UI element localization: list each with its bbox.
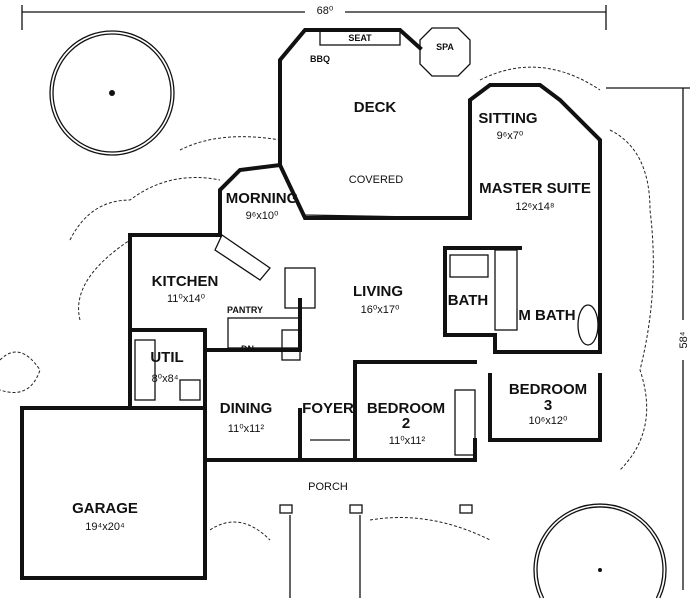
garage-label: GARAGE <box>72 500 138 517</box>
stairs-down-label: DN→ <box>241 344 263 354</box>
bedroom-2-number: 2 <box>402 415 410 432</box>
bedroom-2-dim: 11⁰x11² <box>389 435 426 447</box>
living-dim: 16⁰x17⁰ <box>361 304 400 316</box>
bbq-label: BBQ <box>310 54 330 64</box>
porch-label: PORCH <box>308 481 348 493</box>
pantry-label: PANTRY <box>227 305 263 315</box>
morning-dim: 9⁶x10⁰ <box>246 210 279 222</box>
sitting-dim: 9⁶x7⁰ <box>497 130 524 142</box>
sitting-label: SITTING <box>478 110 537 127</box>
dining-dim: 11⁰x11² <box>228 423 265 435</box>
deck-label: DECK <box>354 99 397 116</box>
living-label: LIVING <box>353 283 403 300</box>
fixtures <box>134 234 599 598</box>
overall-width-dimension: 68⁰ <box>21 3 607 30</box>
morning-label: MORNING <box>226 190 299 207</box>
kitchen-label: KITCHEN <box>152 273 219 290</box>
bedroom-3-label: BEDROOM <box>509 381 587 398</box>
seat-label: SEAT <box>348 33 372 43</box>
landscape-shrubs <box>0 66 654 541</box>
bath-label: BATH <box>448 292 489 309</box>
foyer-label: FOYER <box>302 400 354 417</box>
master-suite-label: MASTER SUITE <box>479 180 591 197</box>
overall-depth-dimension: 58⁴ <box>606 87 690 590</box>
deck: SEAT BBQ SPA DECK COVERED <box>278 27 471 219</box>
bedroom-3-dim: 10⁶x12⁰ <box>529 415 568 427</box>
garage-dim: 19⁴x20⁴ <box>85 521 125 533</box>
overall-depth-label: 58⁴ <box>678 331 690 348</box>
master-suite-dim: 12⁶x14⁸ <box>515 201 554 213</box>
util-label: UTIL <box>150 349 183 366</box>
exterior-walls <box>20 83 602 580</box>
tree-icon <box>533 503 667 599</box>
kitchen-dim: 11⁰x14⁰ <box>167 293 206 305</box>
overall-width-label: 68⁰ <box>317 5 334 17</box>
master-bath-label: M BATH <box>518 307 575 324</box>
tree-icon <box>49 30 175 156</box>
bedroom-3-number: 3 <box>544 397 552 414</box>
bedroom-2-label: BEDROOM <box>367 400 445 417</box>
spa-label: SPA <box>436 42 454 52</box>
deck-covered-label: COVERED <box>349 174 403 186</box>
dining-label: DINING <box>220 400 273 417</box>
util-dim: 8⁰x8⁴ <box>152 373 179 385</box>
